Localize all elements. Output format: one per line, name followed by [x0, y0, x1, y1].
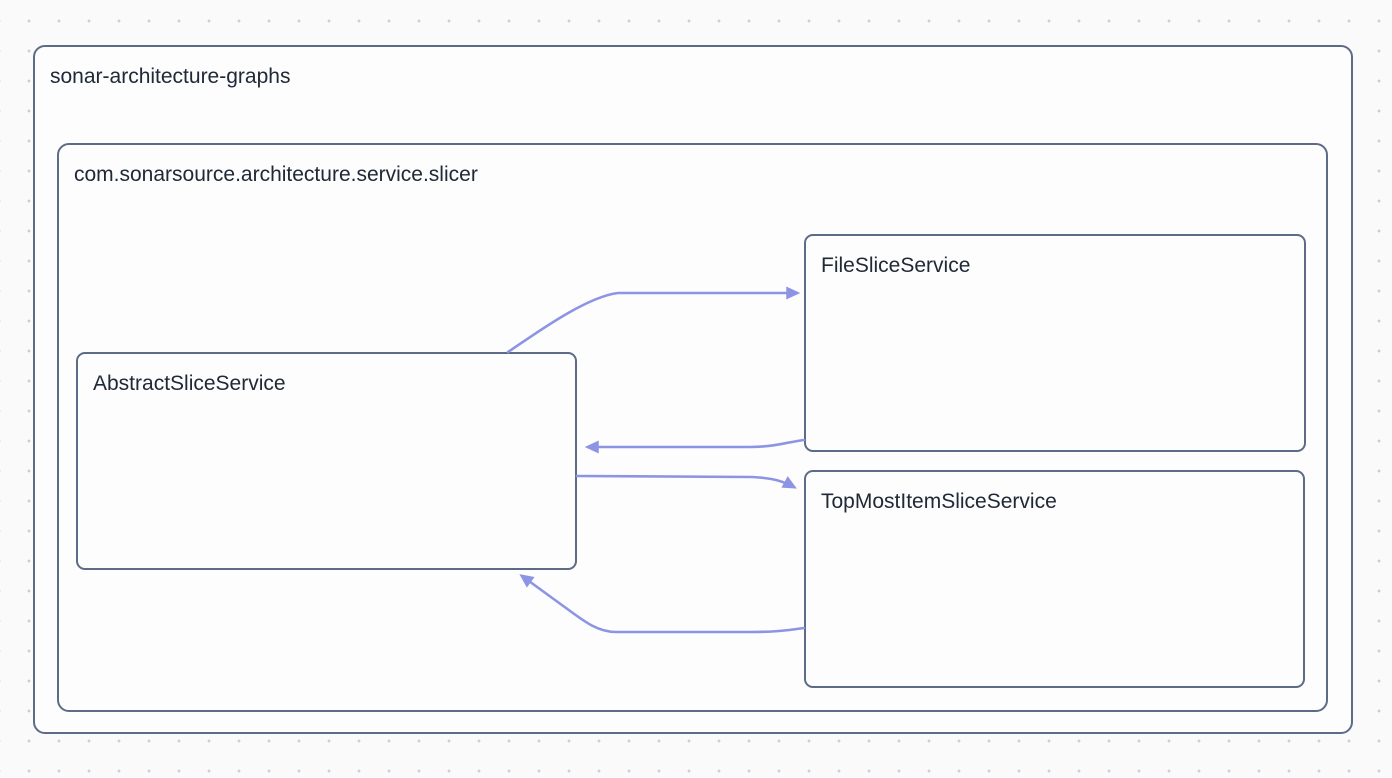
node-file-slice-service[interactable]: FileSliceService — [804, 234, 1306, 452]
node-label-top-most-item-slice-service: TopMostItemSliceService — [821, 490, 1057, 513]
edge-abstract-to-fileslice[interactable] — [506, 286, 801, 354]
edge-fileslice-to-abstract[interactable] — [584, 438, 806, 454]
node-label-file-slice-service: FileSliceService — [821, 254, 971, 277]
package-group-label: com.sonarsource.architecture.service.sli… — [74, 163, 478, 186]
edge-abstract-to-topmost[interactable] — [575, 474, 797, 489]
node-abstract-slice-service[interactable]: AbstractSliceService — [76, 352, 577, 570]
root-group-label: sonar-architecture-graphs — [50, 65, 291, 88]
group-package-slicer[interactable]: com.sonarsource.architecture.service.sli… — [57, 143, 1328, 712]
edge-topmost-to-abstract[interactable] — [519, 574, 806, 634]
node-top-most-item-slice-service[interactable]: TopMostItemSliceService — [804, 470, 1305, 688]
node-label-abstract-slice-service: AbstractSliceService — [93, 372, 286, 395]
group-sonar-architecture-graphs[interactable]: sonar-architecture-graphs com.sonarsourc… — [33, 45, 1353, 734]
